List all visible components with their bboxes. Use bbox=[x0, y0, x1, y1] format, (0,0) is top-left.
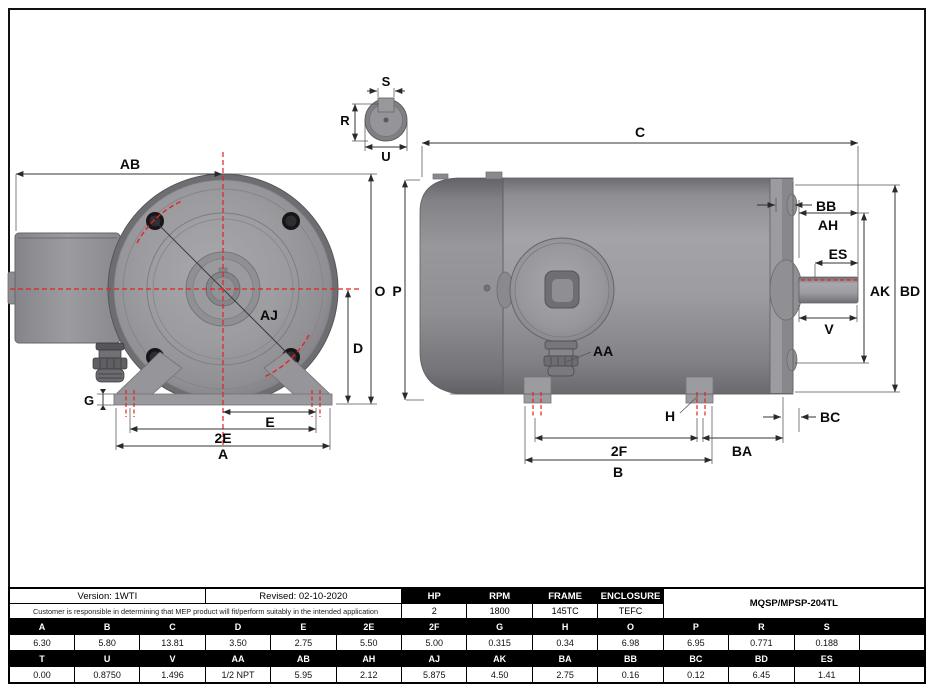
dimension-table: Version: 1WTI Revised: 02-10-2020 HP RPM… bbox=[8, 587, 926, 684]
aa-leader bbox=[565, 351, 592, 363]
dim-label-c: C bbox=[635, 124, 645, 140]
front-dimensions bbox=[15, 171, 377, 450]
note-row: Customer is responsible in determining t… bbox=[8, 603, 925, 619]
dim-label-g: G bbox=[84, 393, 94, 408]
dim-label-2e: 2E bbox=[214, 430, 231, 446]
version-cell: Version: 1WTI bbox=[8, 587, 206, 604]
shaft bbox=[798, 276, 859, 304]
shaft-boss bbox=[769, 259, 803, 321]
dims1-header-row: A B C D E 2E 2F G H O P R S bbox=[8, 618, 926, 635]
model-number: MQSP/MPSP-204TL bbox=[662, 587, 926, 619]
spec-value-frame: 145TC bbox=[531, 603, 599, 619]
dim-label-ah: AH bbox=[818, 217, 838, 233]
fan-cover bbox=[419, 177, 506, 395]
spec-header-enclosure: ENCLOSURE bbox=[597, 587, 664, 604]
spec-header-hp: HP bbox=[401, 587, 468, 604]
technical-drawing: AB O D G E 2E A AJ bbox=[7, 74, 920, 480]
dim-label-e: E bbox=[265, 414, 274, 430]
dim-label-ak: AK bbox=[870, 283, 890, 299]
face-boss-bottom bbox=[786, 348, 798, 372]
body-screw bbox=[483, 284, 491, 292]
dim-label-aa: AA bbox=[593, 343, 613, 359]
dims2-header-row: T U V AA AB AH AJ AK BA BB BC BD ES bbox=[8, 650, 926, 667]
spec-value-rpm: 1800 bbox=[466, 603, 533, 619]
cover-clip bbox=[485, 171, 503, 180]
spec-header-frame: FRAME bbox=[531, 587, 599, 604]
front-view: AB O D G E 2E A AJ bbox=[7, 152, 386, 462]
conduit-box bbox=[14, 232, 121, 344]
h-leader bbox=[679, 395, 699, 414]
side-view: C P AA H 2F BA B BB AH ES AK BD V BC bbox=[392, 124, 920, 480]
dim-label-u: U bbox=[381, 149, 390, 164]
dim-label-b: B bbox=[613, 464, 623, 480]
dim-label-aj: AJ bbox=[260, 307, 278, 323]
shaft-end-view: S R U bbox=[340, 74, 408, 164]
revised-cell: Revised: 02-10-2020 bbox=[204, 587, 403, 604]
conduit-fitting-front bbox=[92, 342, 128, 383]
dim-label-s: S bbox=[382, 74, 391, 89]
dims2-value-row: 0.00 0.8750 1.496 1/2 NPT 5.95 2.12 5.87… bbox=[8, 666, 926, 684]
dim-label-es: ES bbox=[829, 246, 848, 262]
centerlines-front bbox=[10, 152, 362, 447]
spec-value-hp: 2 bbox=[401, 603, 468, 619]
version-row: Version: 1WTI Revised: 02-10-2020 HP RPM… bbox=[8, 587, 926, 619]
dim-label-bd: BD bbox=[900, 283, 920, 299]
spec-value-enclosure: TEFC bbox=[597, 603, 664, 619]
dim-label-r: R bbox=[340, 113, 350, 128]
side-foot-left bbox=[523, 376, 552, 404]
dim-label-ba: BA bbox=[732, 443, 752, 459]
dims1-value-row: 6.30 5.80 13.81 3.50 2.75 5.50 5.00 0.31… bbox=[8, 634, 926, 651]
conduit-fitting-side bbox=[543, 340, 579, 377]
disclaimer-note: Customer is responsible in determining t… bbox=[8, 603, 403, 619]
dim-label-h: H bbox=[665, 408, 675, 424]
dim-label-d: D bbox=[353, 340, 363, 356]
lifting-tab bbox=[432, 173, 449, 180]
dim-label-bc: BC bbox=[820, 409, 840, 425]
dim-label-bb: BB bbox=[816, 198, 836, 214]
dim-label-p: P bbox=[392, 283, 401, 299]
dim-label-a: A bbox=[218, 446, 228, 462]
side-dimensions bbox=[402, 140, 900, 464]
spec-header-rpm: RPM bbox=[466, 587, 533, 604]
shaft-end-dimensions bbox=[352, 88, 408, 151]
centerlines-side bbox=[532, 279, 857, 418]
dim-label-2f: 2F bbox=[611, 443, 628, 459]
side-foot-right bbox=[685, 376, 714, 404]
dim-label-o: O bbox=[375, 283, 386, 299]
dim-label-ab: AB bbox=[120, 156, 140, 172]
dim-label-v: V bbox=[824, 321, 834, 337]
keyway bbox=[377, 97, 395, 113]
